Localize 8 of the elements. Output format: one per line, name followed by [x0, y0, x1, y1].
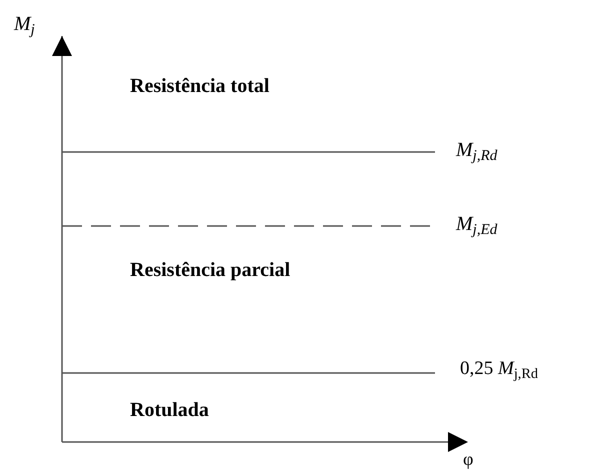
- axis-label: M$_{j}$: [14, 12, 35, 37]
- axis-label: φ: [463, 448, 474, 470]
- region-label: Resistência total: [130, 74, 270, 99]
- level-label: M$_{j,Ed}$: [456, 212, 498, 237]
- level-label: M$_{j,Rd}$: [456, 138, 498, 163]
- region-label: Resistência parcial: [130, 258, 290, 283]
- region-label: Rotulada: [130, 398, 209, 423]
- level-label: 0,25 M$_{j,Rd}$: [460, 357, 538, 381]
